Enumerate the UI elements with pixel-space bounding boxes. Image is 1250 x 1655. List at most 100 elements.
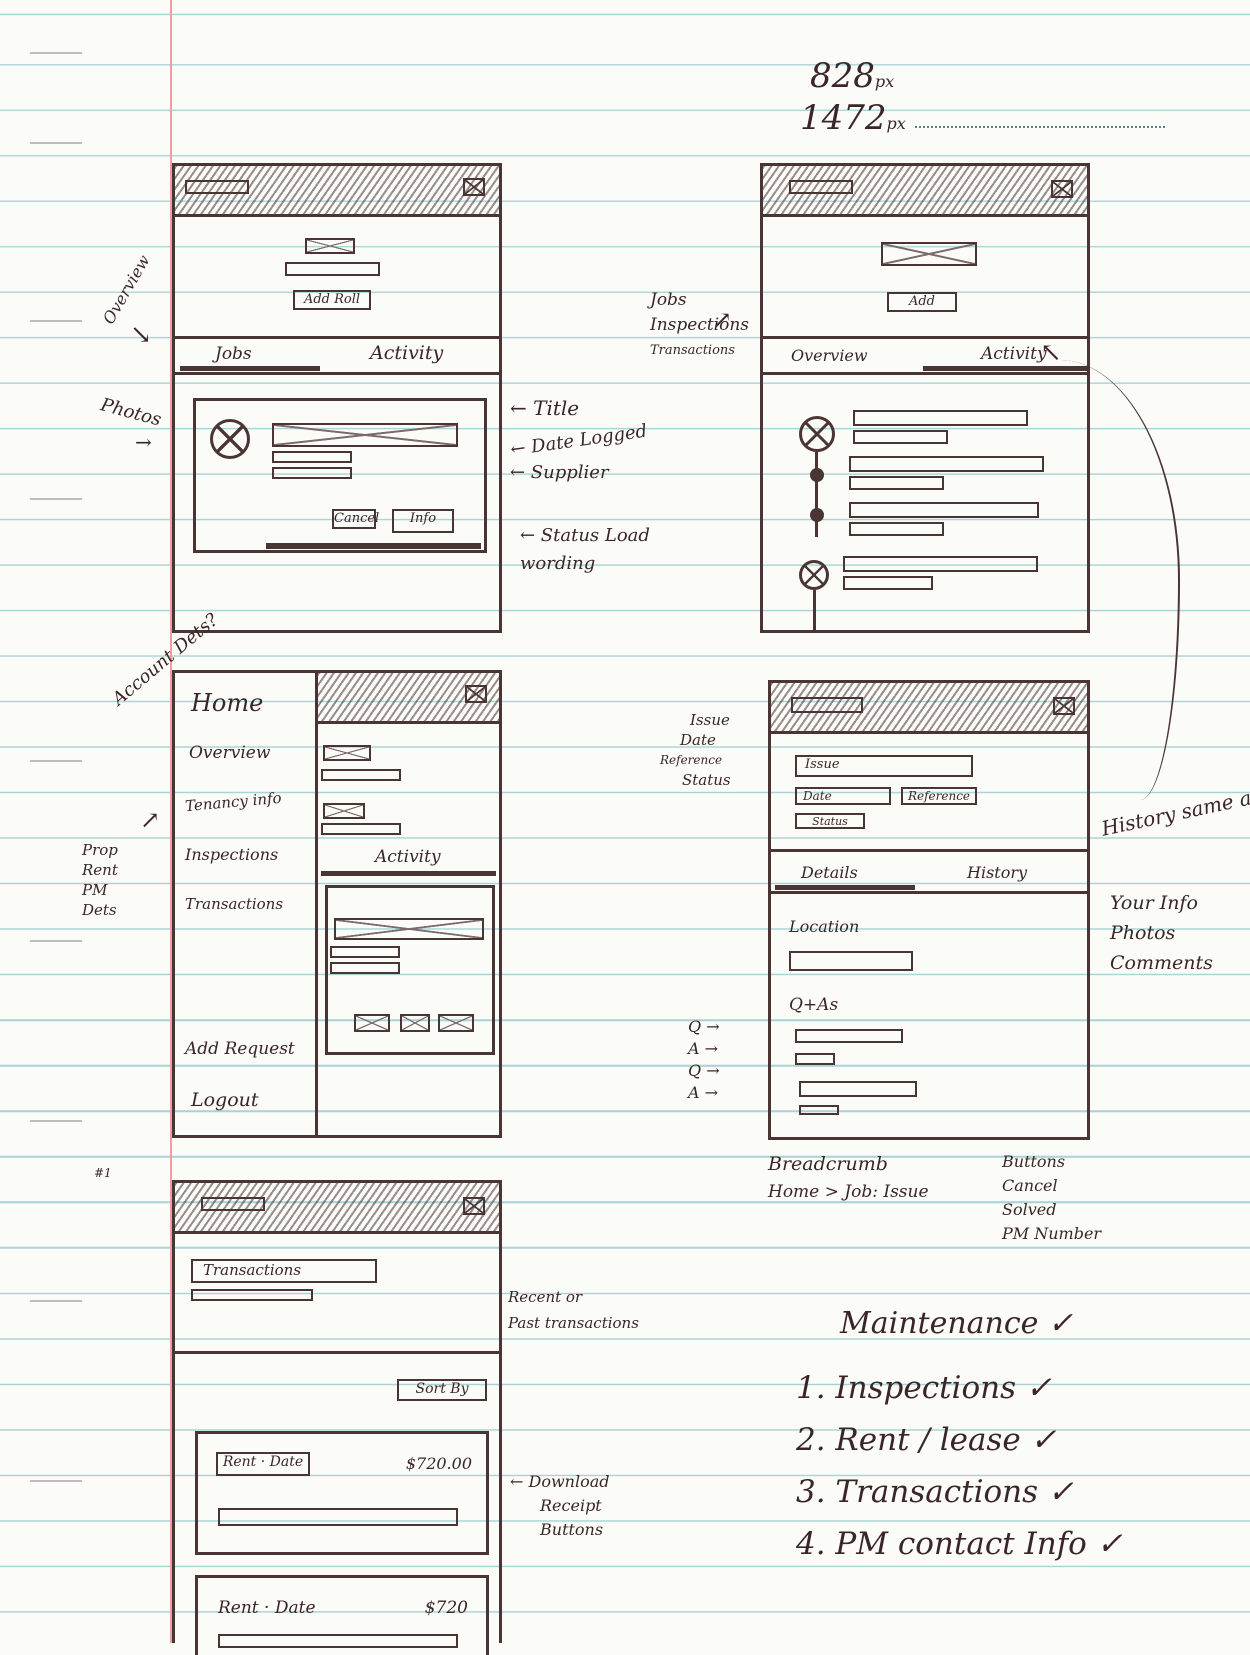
issue-field[interactable]: Issue [795,755,973,777]
qa-label: Q+As [789,995,839,1015]
top-bar [175,1183,499,1234]
annotation-jobs-list: Jobs Inspections Transactions [650,290,750,358]
annotation-buttons-list: Buttons Cancel Solved PM Number [1002,1152,1102,1243]
margin-tick [30,52,82,54]
image-placeholder [323,803,365,819]
thumb-placeholder [354,1014,390,1032]
notebook-margin-line [170,0,172,1643]
photo-icon [210,419,250,459]
active-tab-indicator [775,885,915,890]
annotation-breadcrumb: Breadcrumb Home > Job: Issue [768,1153,929,1202]
wireframe-overview-screen: Add Overview Activity [760,163,1090,633]
activity-line [849,476,944,490]
date-line [272,451,352,463]
answer-line [799,1105,839,1115]
divider [175,336,499,339]
divider [771,891,1087,894]
menu-bar-icon[interactable] [791,697,863,713]
checklist: 1. Inspections ✓ 2. Rent / lease ✓ 3. Tr… [796,1362,1123,1570]
text-line [321,769,401,781]
menu-bar-icon[interactable] [185,180,249,194]
rent-date-label: Rent · Date [218,1598,316,1618]
wireframe-issue-screen: Issue Date Reference Status Details Hist… [768,680,1090,1140]
menu-item-inspections[interactable]: Inspections [185,845,279,864]
timeline-node [810,468,824,482]
active-tab-indicator [321,871,496,876]
menu-item-tenancy[interactable]: Tenancy info [184,788,283,816]
date-field[interactable]: Date [795,787,891,805]
amount: $720.00 [405,1454,472,1473]
divider [175,372,499,375]
wireframe-menu-screen: Home Overview Tenancy info Inspections T… [172,670,502,1138]
menu-item-overview[interactable]: Overview [189,743,271,763]
menu-bar-icon[interactable] [201,1197,265,1211]
margin-tick [30,498,82,500]
question-line [795,1029,903,1043]
tab-overview[interactable]: Overview [791,346,868,365]
download-receipt-button[interactable] [218,1634,458,1648]
tab-activity[interactable]: Activity [370,342,444,364]
text-line [321,823,401,835]
top-bar [763,166,1087,217]
margin-tick [30,1300,82,1302]
add-roll-button[interactable]: Add Roll [293,290,371,310]
checklist-title: Maintenance ✓ [840,1306,1074,1341]
close-icon[interactable] [463,178,485,196]
annotation-qa-letters: Q → A → Q → A → [688,1017,720,1102]
tab-activity[interactable]: Activity [981,344,1047,364]
activity-line [849,502,1039,518]
annotation-issue-fields: Issue Date Reference Status [660,711,731,789]
annotation-prop-rent: Prop Rent PM Dets [82,841,118,919]
add-button[interactable]: Add [887,292,957,312]
checklist-item: 1. Inspections ✓ [796,1370,1052,1406]
text-line [330,962,400,974]
menu-item-logout[interactable]: Logout [191,1089,259,1111]
info-button[interactable]: Info [392,509,454,533]
annotation-overview: Overview [98,251,154,328]
width-value: 828px [810,56,895,96]
supplier-line [272,467,352,479]
checklist-item: 3. Transactions ✓ [796,1474,1074,1510]
menu-item-transactions[interactable]: Transactions [185,895,284,913]
annotation-supplier: ← Supplier [510,462,609,483]
text-line [330,946,400,958]
location-label: Location [789,917,860,936]
annotation-photos: Photos [98,394,164,431]
close-icon[interactable] [463,1197,485,1215]
status-field[interactable]: Status [795,813,865,829]
wireframe-transactions-screen: Transactions Sort By Rent · Date $720.00… [172,1180,502,1655]
activity-line [853,430,948,444]
checklist-item: 4. PM contact Info ✓ [796,1526,1123,1562]
curved-arrow-icon: ↖ [1040,338,1062,368]
close-icon[interactable] [1051,180,1073,198]
amount: $720 [424,1598,468,1618]
transaction-row[interactable]: Rent · Date $720.00 [195,1431,489,1555]
cancel-button[interactable]: Cancel [332,509,379,529]
top-bar [318,673,499,724]
tab-jobs[interactable]: Jobs [215,344,252,364]
tab-history[interactable]: History [967,863,1028,882]
close-icon[interactable] [465,685,487,703]
divider [763,372,1087,375]
transactions-title-field[interactable]: Transactions [191,1259,377,1283]
download-receipt-button[interactable] [218,1508,458,1526]
active-tab-indicator [180,366,320,371]
timeline-node [810,508,824,522]
menu-item-home[interactable]: Home [191,689,264,717]
tab-details[interactable]: Details [801,863,858,882]
menu-item-add-request[interactable]: Add Request [185,1039,295,1059]
activity-card[interactable] [325,885,495,1055]
annotation-date-logged: ← Date Logged [509,420,649,461]
transaction-row[interactable]: Rent · Date $720 [195,1575,489,1655]
tab-activity[interactable]: Activity [375,847,441,867]
image-placeholder [334,918,484,940]
margin-tick [30,940,82,942]
timeline-photo-icon [799,560,829,590]
reference-field[interactable]: Reference [901,787,977,805]
top-bar [771,683,1087,734]
menu-bar-icon[interactable] [789,180,853,194]
active-tab-indicator [923,366,1087,371]
sort-by-button[interactable]: Sort By [397,1379,487,1401]
job-card[interactable]: Cancel Info [193,398,487,553]
timeline-line [813,590,816,630]
